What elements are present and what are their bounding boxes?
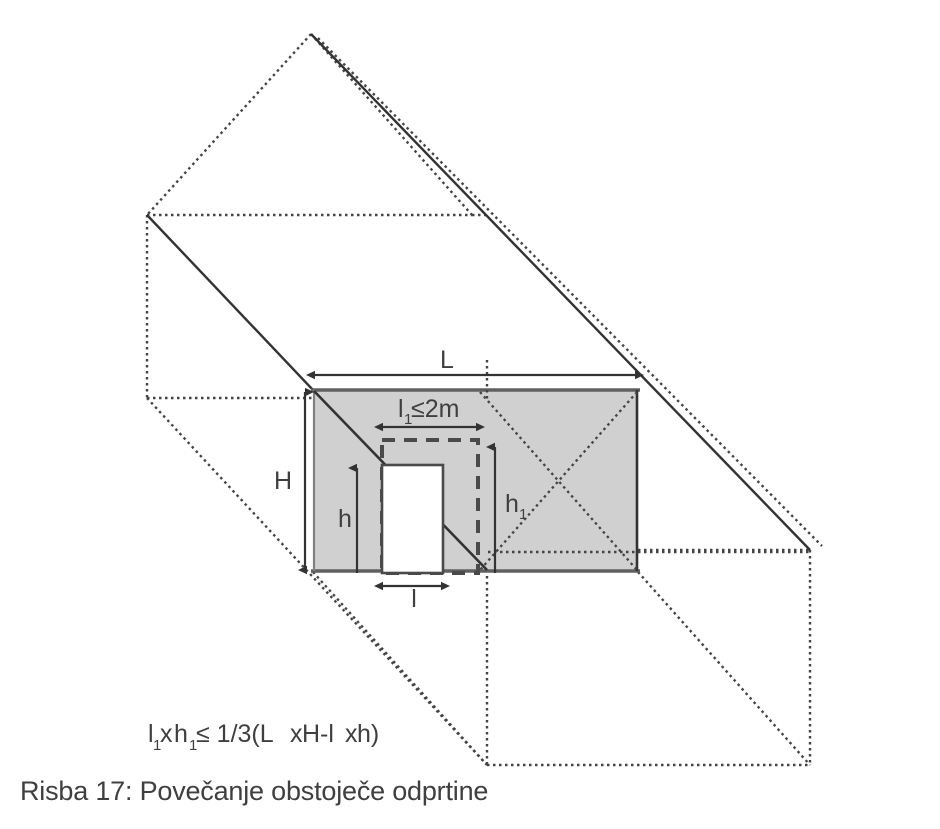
roof-left-eave-line	[146, 214, 314, 391]
dimension-lines-group	[298, 370, 644, 591]
formula-tail: h)	[357, 720, 379, 748]
label-h1-subscript: 1	[519, 506, 527, 523]
depth-left-bottom-dotted	[312, 571, 488, 766]
label-h1: h	[505, 490, 519, 518]
label-l1-constraint: ≤2m	[411, 395, 459, 423]
gable-left-slope-dotted	[146, 33, 312, 216]
formula-times-2: x	[290, 720, 303, 748]
existing-opening	[380, 463, 445, 575]
facade-wall-group	[311, 388, 640, 573]
facade-wall-panel	[313, 390, 638, 570]
label-L: L	[440, 346, 454, 374]
formula-h1: h	[174, 720, 188, 748]
label-h1-group: h 1	[505, 490, 527, 523]
formula-h1-sub: 1	[189, 737, 197, 754]
label-H: H	[274, 467, 292, 495]
label-h: h	[338, 505, 352, 533]
formula-relation: ≤ 1/3(L	[196, 720, 274, 748]
roof-ridge-line	[310, 33, 811, 551]
formula-group: l 1 x h 1 ≤ 1/3(L x H-l x h)	[148, 720, 379, 754]
formula-l1-sub: 1	[153, 737, 161, 754]
formula-mid: H-l	[302, 720, 334, 748]
figure-caption: Risba 17: Povečanje obstoječe odprtine	[20, 776, 489, 806]
formula-times-1: x	[160, 720, 173, 748]
depth-right-diag-dotted	[637, 571, 811, 766]
label-l1-subscript: 1	[404, 411, 412, 428]
formula-times-3: x	[345, 720, 358, 748]
formula-l1: l	[148, 720, 154, 748]
technical-drawing: L H h h 1 l 1 ≤2m l l 1 x h 1 ≤ 1/3(L x …	[145, 33, 823, 768]
gable-right-slope-dotted	[310, 33, 473, 216]
facade-hidden-cross-overlay	[479, 390, 638, 571]
label-l: l	[411, 585, 417, 613]
label-l1: l	[398, 395, 404, 423]
roof-right-outer-dotted	[317, 37, 823, 547]
label-l1-group: l 1 ≤2m	[398, 395, 459, 428]
